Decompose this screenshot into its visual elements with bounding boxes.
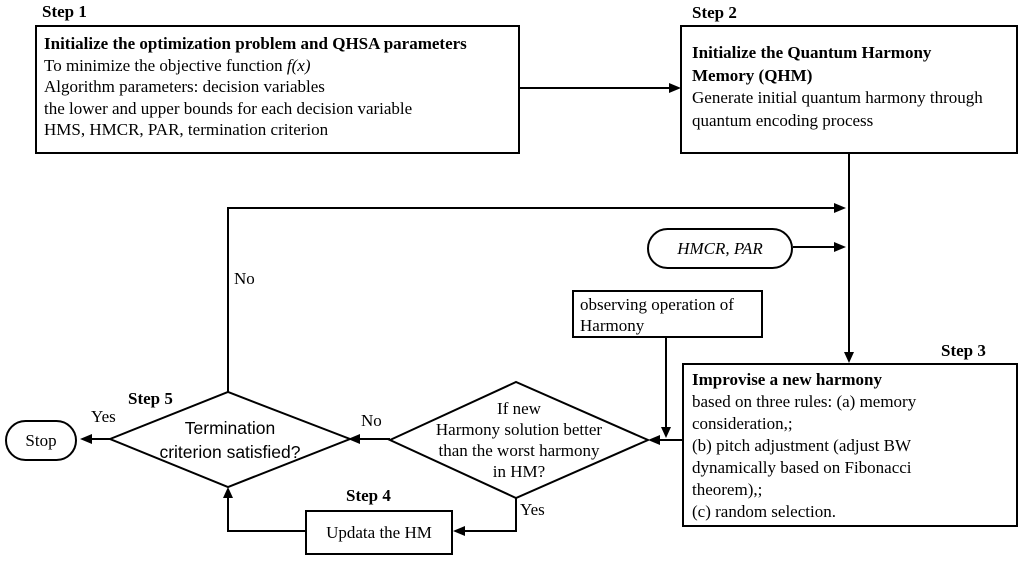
- arrowhead-into-decision2-bottom: [223, 487, 233, 498]
- arrowhead-into-decision1: [648, 435, 660, 445]
- step3-improvise-harmony-box: Improvise a new harmony based on three r…: [682, 363, 1018, 527]
- decision2-line1: Termination: [184, 417, 276, 438]
- hmcr-par-label: HMCR, PAR: [677, 238, 763, 258]
- arrowhead-into-step2: [669, 83, 681, 93]
- decision-new-harmony-text: If new Harmony solution better than the …: [390, 382, 648, 498]
- decision-termination-text: Termination criterion satisfied?: [110, 392, 350, 487]
- step2-body-line2: quantum encoding process: [692, 110, 874, 130]
- step2-body-line1: Generate initial quantum harmony through: [692, 88, 983, 107]
- arrowhead-observing-down: [661, 427, 671, 438]
- arrowhead-feedback-right: [834, 203, 846, 213]
- stop-terminator: Stop: [5, 420, 77, 461]
- step1-initialize-problem-box: Initialize the optimization problem and …: [35, 25, 520, 154]
- step4-label: Step 4: [346, 486, 391, 505]
- step1-line-parameters: Algorithm parameters: decision variables: [44, 77, 325, 96]
- stop-label: Stop: [25, 430, 57, 450]
- edge-no-feedback: [227, 207, 834, 392]
- edge-label-no-feedback: No: [234, 269, 255, 288]
- decision-termination-diamond: [107, 390, 353, 489]
- edge-label-yes-to-update: Yes: [520, 500, 545, 519]
- edge-step4-to-decision2: [227, 498, 305, 532]
- step3-label: Step 3: [941, 341, 986, 360]
- step1-line-hms: HMS, HMCR, PAR, termination criterion: [44, 120, 329, 139]
- step5-label: Step 5: [128, 389, 173, 408]
- observing-line1: observing operation of: [580, 295, 734, 314]
- step2-initialize-qhm-box: Initialize the Quantum Harmony Memory (Q…: [680, 25, 1018, 154]
- hmcr-par-stadium: HMCR, PAR: [647, 228, 793, 269]
- step3-line-fibonacci: dynamically based on Fibonacci: [692, 458, 912, 477]
- step3-line-rules: based on three rules: (a) memory: [692, 392, 917, 411]
- decision1-line4: in HM?: [492, 462, 546, 481]
- arrowhead-hmcrpar-right: [834, 242, 846, 252]
- arrowhead-into-decision2: [348, 434, 360, 444]
- step2-title-line2: Memory (QHM): [692, 65, 813, 85]
- decision1-line1: If new: [497, 399, 541, 418]
- objective-function-symbol: f(x): [286, 55, 311, 75]
- step1-title: Initialize the optimization problem and …: [44, 34, 467, 53]
- observing-operation-box: observing operation of Harmony: [572, 290, 763, 338]
- arrowhead-into-stop: [80, 434, 92, 444]
- step2-title-line1: Initialize the Quantum Harmony: [692, 43, 932, 62]
- arrowhead-into-step4: [453, 526, 465, 536]
- step1-line-bounds: the lower and upper bounds for each deci…: [44, 98, 413, 118]
- edge-label-yes-to-stop: Yes: [91, 407, 116, 426]
- step1-label: Step 1: [42, 2, 87, 21]
- edge-yes-to-step4: [465, 498, 517, 532]
- decision1-line3: than the worst harmony: [438, 441, 600, 460]
- step3-line-pitch: (b) pitch adjustment (adjust BW: [692, 436, 912, 455]
- arrowhead-into-step3: [844, 352, 854, 363]
- step3-line-theorem: theorem),;: [692, 480, 763, 499]
- step3-title: Improvise a new harmony: [692, 370, 882, 389]
- step2-label: Step 2: [692, 3, 737, 22]
- edge-label-no-between-decisions: No: [361, 411, 382, 430]
- step3-line-consideration: consideration,;: [692, 414, 793, 433]
- step4-update-hm-box: Updata the HM: [305, 510, 453, 555]
- decision1-line2: Harmony solution better: [435, 420, 603, 439]
- step4-label-text: Updata the HM: [326, 522, 432, 542]
- decision-new-harmony-diamond: [387, 380, 651, 500]
- observing-line2: Harmony: [580, 316, 645, 335]
- step1-line-objective: To minimize the objective function f(x): [44, 55, 311, 75]
- step3-line-random: (c) random selection.: [692, 502, 836, 521]
- decision2-line2: criterion satisfied?: [159, 441, 301, 462]
